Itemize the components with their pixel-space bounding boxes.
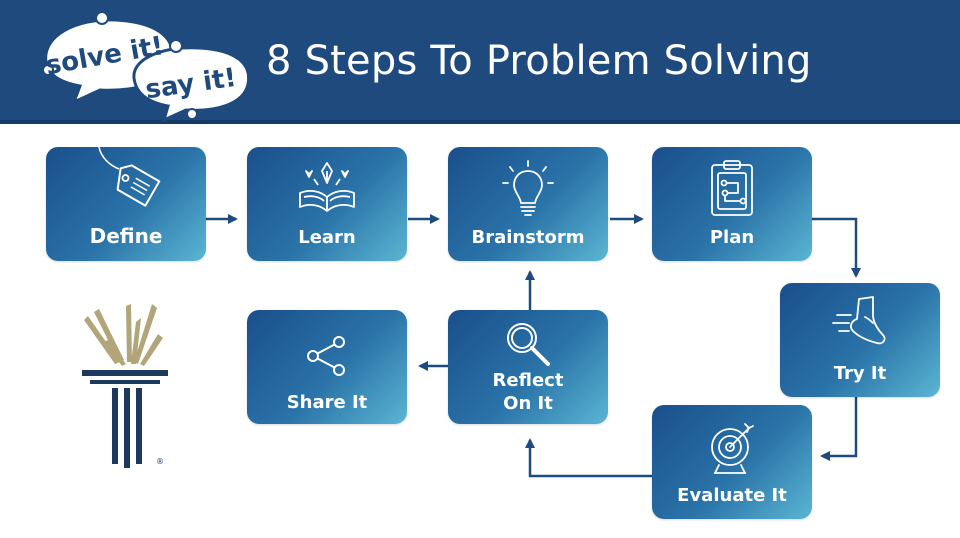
step-reflect-on-it[interactable]: Reflect On It [448,310,608,424]
open-book-icon [299,162,355,212]
share-icon [307,336,345,376]
step-label: Try It [833,363,887,384]
torch-logo: ® [82,304,168,468]
lightbulb-icon [502,160,554,216]
step-label-line-2: On It [503,393,553,414]
running-foot-icon [832,296,886,345]
step-define[interactable]: Define [46,147,206,261]
clipboard-icon [711,160,753,216]
step-label: Share It [286,392,368,413]
arrow-try-to-evaluate [820,396,858,461]
page-title: 8 Steps To Problem Solving [266,38,812,84]
header-bar: solve it! say it! 8 Steps To Problem Sol… [0,0,960,124]
step-label: Learn [298,227,356,248]
arrow-plan-to-try [812,217,861,278]
step-brainstorm[interactable]: Brainstorm [448,147,608,261]
step-share-it[interactable]: Share It [247,310,407,424]
torch-flame-icon [84,304,163,366]
magnifier-icon [507,323,550,366]
step-plan[interactable]: Plan [652,147,812,261]
step-label: Plan [709,227,755,248]
step-label-line-1: Reflect [492,370,564,391]
arrow-evaluate-to-reflect [525,438,652,478]
target-icon [711,423,754,474]
step-label: Define [89,224,163,248]
step-learn[interactable]: Learn [247,147,407,261]
step-try-it[interactable]: Try It [780,283,940,397]
step-label: Evaluate It [677,485,787,506]
step-label: Brainstorm [471,227,585,248]
price-tag-icon [98,147,161,207]
solve-it-say-it-logo: solve it! say it! [42,11,251,122]
svg-text:®: ® [156,457,164,466]
step-evaluate-it[interactable]: Evaluate It [652,405,812,519]
